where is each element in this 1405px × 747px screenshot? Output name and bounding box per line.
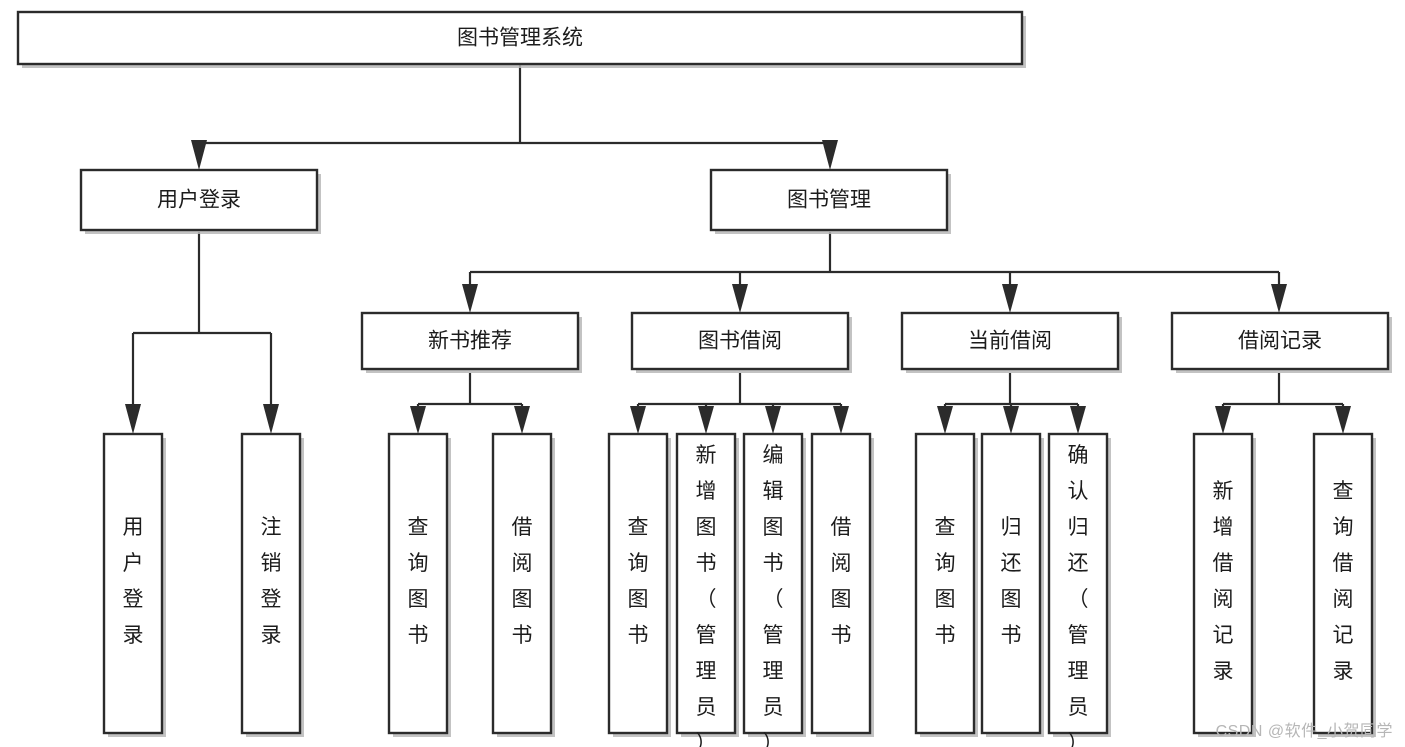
- current-borrow-label: 当前借阅: [968, 330, 1052, 353]
- leaf-edit-book-label: 编辑图书（管理员）: [763, 444, 784, 747]
- leaf-node-add-book[interactable]: 新增图书（管理员）: [675, 432, 739, 747]
- user-login-label: 用户登录: [157, 189, 241, 212]
- leaf-user-login-box: [102, 432, 164, 735]
- arrow-bm-to-new-book-recommend: [462, 284, 478, 313]
- new-book-recommend-box: [360, 311, 580, 371]
- leaf-confirm-return-label: 确认归还（管理员）: [1068, 444, 1089, 747]
- arrow-br-leaf-2: [1335, 406, 1351, 434]
- leaf-confirm-return-box: [1047, 432, 1109, 735]
- book-management-box: [709, 168, 949, 232]
- arrow-cb-leaf-2: [1003, 406, 1019, 434]
- leaf-query-book-1-label: 查询图书: [408, 516, 429, 647]
- book-borrow-box: [630, 311, 850, 371]
- user-login-box: [79, 168, 319, 232]
- new-book-recommend-label: 新书推荐: [428, 330, 512, 353]
- arrow-bb-leaf-1: [630, 406, 646, 434]
- root-label: 图书管理系统: [457, 27, 583, 50]
- leaf-node-user-login[interactable]: 用户登录: [102, 432, 166, 737]
- node-current-borrow[interactable]: 当前借阅: [900, 311, 1122, 373]
- leaf-add-record-box: [1192, 432, 1254, 735]
- edge-group-current-borrow-to-leaves: [937, 373, 1086, 434]
- arrow-nbr-leaf-2: [514, 406, 530, 434]
- leaf-query-book-3-box: [914, 432, 976, 735]
- arrow-br-leaf-1: [1215, 406, 1231, 434]
- borrow-record-label: 借阅记录: [1238, 330, 1322, 353]
- leaf-query-book-3-label: 查询图书: [935, 516, 956, 647]
- leaf-query-record-label: 查询借阅记录: [1333, 480, 1354, 683]
- node-user-login[interactable]: 用户登录: [79, 168, 321, 234]
- arrow-cb-leaf-3: [1070, 406, 1086, 434]
- root-box: [16, 10, 1024, 66]
- leaf-user-login-label: 用户登录: [123, 516, 144, 647]
- arrow-root-to-book-management: [822, 140, 838, 170]
- current-borrow-box: [900, 311, 1120, 371]
- arrow-bb-leaf-3: [765, 406, 781, 434]
- leaf-query-book-2-label: 查询图书: [628, 516, 649, 647]
- node-book-management[interactable]: 图书管理: [709, 168, 951, 234]
- edge-group-new-book-recommend-to-leaves: [410, 373, 530, 434]
- leaf-node-query-record[interactable]: 查询借阅记录: [1312, 432, 1376, 737]
- arrow-bm-to-book-borrow: [732, 284, 748, 313]
- edge-group-borrow-record-to-leaves: [1215, 373, 1351, 434]
- leaf-query-book-1-box: [387, 432, 449, 735]
- leaf-query-book-2-box: [607, 432, 669, 735]
- leaf-borrow-book-1-label: 借阅图书: [512, 516, 533, 647]
- edge-group-user-login-to-leaves: [125, 232, 279, 434]
- leaf-borrow-book-2-box: [810, 432, 872, 735]
- leaf-add-record-label: 新增借阅记录: [1213, 480, 1234, 683]
- node-borrow-record[interactable]: 借阅记录: [1170, 311, 1392, 373]
- edge-group-root-to-level2: [191, 65, 838, 170]
- leaf-borrow-book-2-label: 借阅图书: [831, 516, 852, 647]
- leaf-node-return-book[interactable]: 归还图书: [980, 432, 1044, 737]
- node-new-book-recommend[interactable]: 新书推荐: [360, 311, 582, 373]
- arrow-bb-leaf-2: [698, 406, 714, 434]
- leaf-return-book-label: 归还图书: [1001, 516, 1022, 647]
- arrow-bm-to-current-borrow: [1002, 284, 1018, 313]
- arrow-user-login-leaf-1: [125, 404, 141, 434]
- leaf-node-query-book-2[interactable]: 查询图书: [607, 432, 671, 737]
- arrow-cb-leaf-1: [937, 406, 953, 434]
- edge-group-book-management-to-level3: [462, 232, 1287, 313]
- leaf-logout-login-box: [240, 432, 302, 735]
- leaf-node-query-book-3[interactable]: 查询图书: [914, 432, 978, 737]
- book-borrow-label: 图书借阅: [698, 330, 782, 353]
- borrow-record-box: [1170, 311, 1390, 371]
- leaf-add-book-box: [675, 432, 737, 735]
- leaf-node-borrow-book-2[interactable]: 借阅图书: [810, 432, 874, 737]
- leaf-return-book-box: [980, 432, 1042, 735]
- leaf-node-query-book-1[interactable]: 查询图书: [387, 432, 451, 737]
- edge-group-book-borrow-to-leaves: [630, 373, 849, 434]
- leaf-node-add-record[interactable]: 新增借阅记录: [1192, 432, 1256, 737]
- leaf-edit-book-box: [742, 432, 804, 735]
- book-management-label: 图书管理: [787, 189, 871, 212]
- leaf-borrow-book-1-box: [491, 432, 553, 735]
- node-root-system[interactable]: 图书管理系统: [16, 10, 1026, 68]
- leaf-node-borrow-book-1[interactable]: 借阅图书: [491, 432, 555, 737]
- leaf-node-confirm-return[interactable]: 确认归还（管理员）: [1047, 432, 1111, 747]
- leaf-add-book-label: 新增图书（管理员）: [696, 444, 717, 747]
- arrow-bb-leaf-4: [833, 406, 849, 434]
- arrow-bm-to-borrow-record: [1271, 284, 1287, 313]
- arrow-user-login-leaf-2: [263, 404, 279, 434]
- leaf-query-record-box: [1312, 432, 1374, 735]
- leaf-logout-login-label: 注销登录: [261, 516, 282, 647]
- node-book-borrow[interactable]: 图书借阅: [630, 311, 852, 373]
- arrow-root-to-user-login: [191, 140, 207, 170]
- leaf-node-logout-login[interactable]: 注销登录: [240, 432, 304, 737]
- leaf-node-edit-book[interactable]: 编辑图书（管理员）: [742, 432, 806, 747]
- arrow-nbr-leaf-1: [410, 406, 426, 434]
